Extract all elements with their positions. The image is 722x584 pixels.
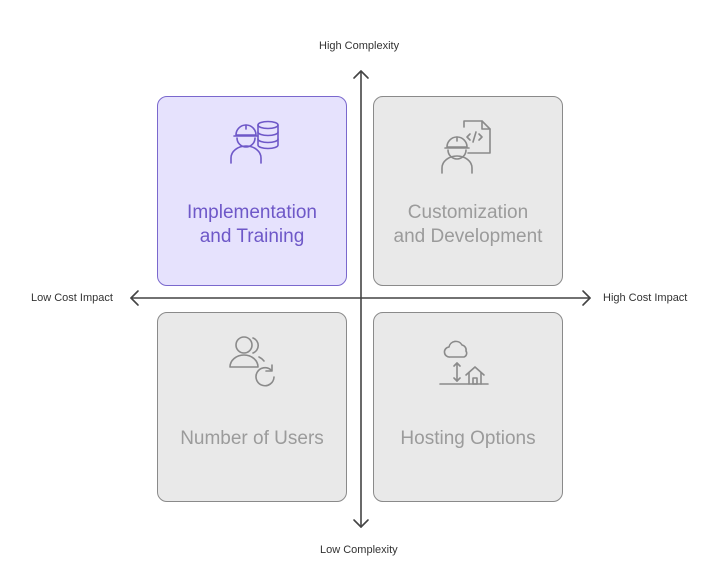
quadrant-title: Customization and Development bbox=[394, 201, 543, 249]
axis-label-bottom: Low Complexity bbox=[320, 544, 398, 556]
quadrant-hosting-options[interactable]: Hosting Options bbox=[373, 312, 563, 502]
quadrant-title: Implementation and Training bbox=[187, 201, 317, 249]
title-line-2: and Development bbox=[393, 226, 543, 247]
arrow-up-icon bbox=[353, 70, 369, 79]
cloud-house-icon bbox=[439, 340, 489, 385]
quadrant-number-of-users[interactable]: Number of Users bbox=[157, 312, 347, 502]
axis-label-top: High Complexity bbox=[319, 40, 400, 52]
title-line-1: Hosting Options bbox=[400, 428, 536, 449]
arrow-left-icon bbox=[130, 290, 139, 306]
engineer-database-icon bbox=[230, 120, 279, 164]
axis-label-right: High Cost Impact bbox=[603, 292, 688, 304]
users-refresh-icon bbox=[229, 336, 275, 387]
title-line-1: Number of Users bbox=[180, 428, 324, 449]
quadrant-title: Number of Users bbox=[180, 427, 324, 451]
axis-label-left: Low Cost Impact bbox=[31, 292, 113, 304]
engineer-code-file-icon bbox=[441, 120, 491, 174]
quadrant-implementation-training[interactable]: Implementation and Training bbox=[157, 96, 347, 286]
title-line-1: Implementation bbox=[187, 202, 317, 223]
title-line-2: and Training bbox=[199, 226, 305, 247]
quadrant-title: Hosting Options bbox=[400, 427, 535, 451]
title-line-1: Customization bbox=[407, 202, 529, 223]
arrow-right-icon bbox=[582, 290, 591, 306]
quadrant-customization-development[interactable]: Customization and Development bbox=[373, 96, 563, 286]
arrow-down-icon bbox=[353, 519, 369, 528]
